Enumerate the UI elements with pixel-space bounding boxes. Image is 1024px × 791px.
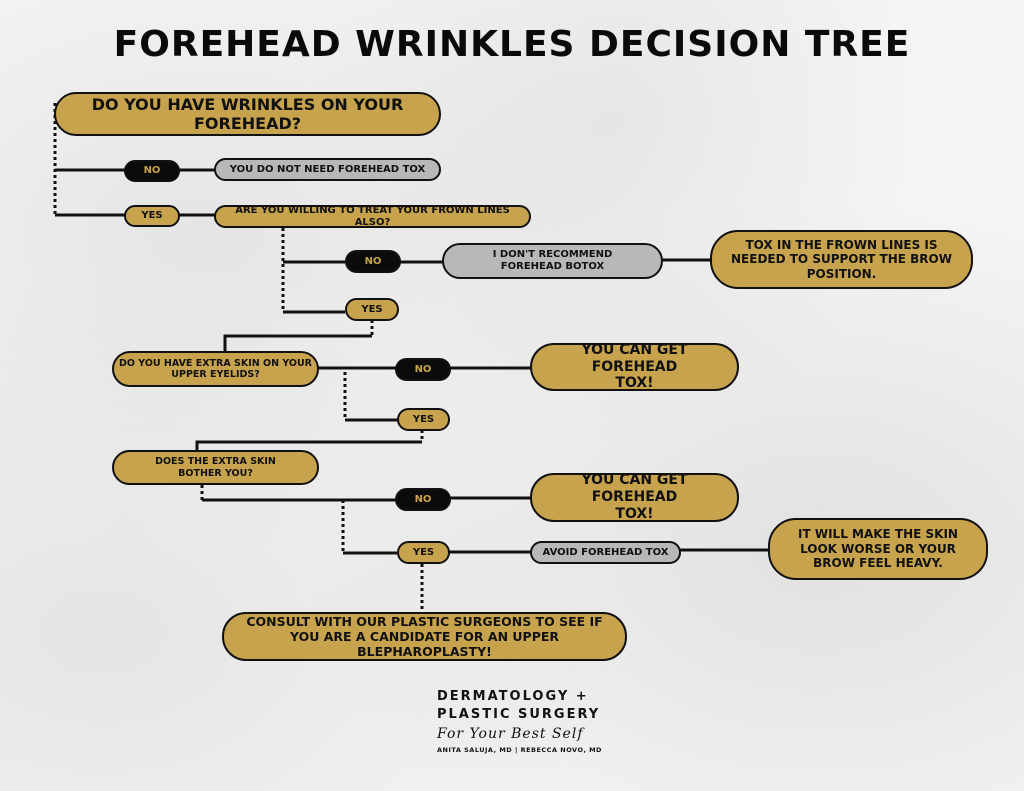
result-can-get-tox: YOU CAN GET FOREHEAD TOX! — [530, 472, 739, 522]
result-can-get-tox: YOU CAN GET FOREHEAD TOX! — [530, 342, 739, 391]
question-frown-lines: ARE YOU WILLING TO TREAT YOUR FROWN LINE… — [214, 205, 531, 228]
brand-logo: DERMATOLOGY + PLASTIC SURGERY For Your B… — [437, 688, 607, 754]
question-wrinkles: DO YOU HAVE WRINKLES ON YOUR FOREHEAD? — [54, 92, 441, 136]
consult-blepharoplasty: CONSULT WITH OUR PLASTIC SURGEONS TO SEE… — [222, 612, 627, 661]
result-no-forehead-tox: YOU DO NOT NEED FOREHEAD TOX — [214, 158, 441, 181]
answer-yes: YES — [397, 541, 450, 564]
answer-no: NO — [345, 250, 401, 273]
reason-skin-worse: IT WILL MAKE THE SKIN LOOK WORSE OR YOUR… — [768, 518, 988, 580]
question-skin-bother: DOES THE EXTRA SKIN BOTHER YOU? — [112, 450, 319, 485]
result-not-recommended: I DON'T RECOMMEND FOREHEAD BOTOX — [442, 243, 663, 279]
answer-yes: YES — [124, 205, 180, 227]
answer-no: NO — [395, 488, 451, 511]
answer-no: NO — [124, 160, 180, 182]
solid-lines — [55, 168, 769, 555]
logo-line1: DERMATOLOGY + — [437, 689, 589, 704]
result-avoid-tox: AVOID FOREHEAD TOX — [530, 541, 681, 564]
answer-no: NO — [395, 358, 451, 381]
page-title: FOREHEAD WRINKLES DECISION TREE — [113, 24, 911, 65]
reason-support-brow: TOX IN THE FROWN LINES IS NEEDED TO SUPP… — [710, 230, 973, 289]
answer-yes: YES — [345, 298, 399, 321]
question-extra-skin: DO YOU HAVE EXTRA SKIN ON YOUR UPPER EYE… — [112, 351, 319, 387]
logo-tagline: For Your Best Self — [437, 726, 584, 742]
answer-yes: YES — [397, 408, 450, 431]
logo-doctors: ANITA SALUJA, MD | REBECCA NOVO, MD — [437, 746, 602, 754]
logo-line2: PLASTIC SURGERY — [437, 707, 601, 722]
